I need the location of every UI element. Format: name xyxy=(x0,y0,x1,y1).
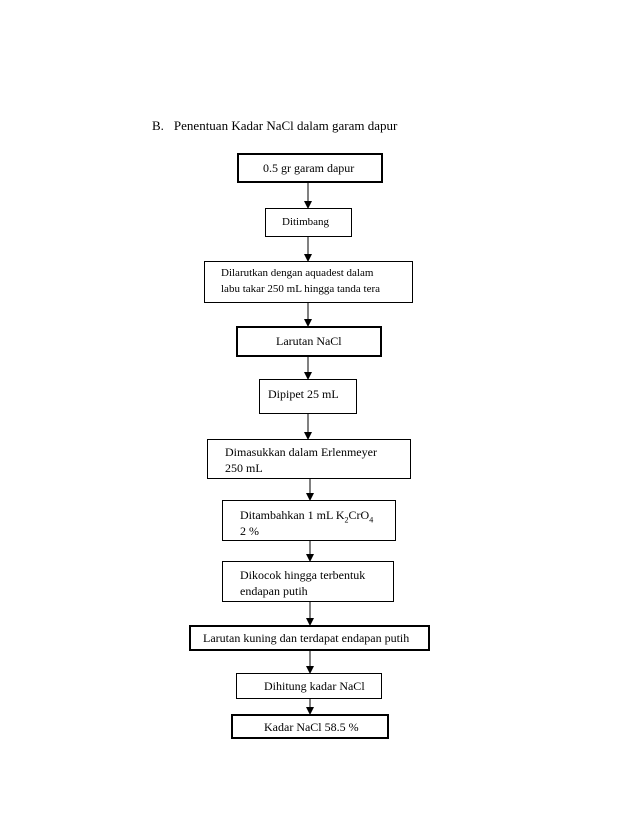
step-text-line-2: 250 mL xyxy=(225,461,263,475)
flow-step-result: Kadar NaCl 58.5 % xyxy=(231,714,389,739)
step-text: Dihitung kadar NaCl xyxy=(264,679,365,693)
flow-step-weigh: Ditimbang xyxy=(265,208,352,237)
flow-step-shake: Dikocok hingga terbentuk endapan putih xyxy=(222,561,394,602)
step-text-line-1: Dimasukkan dalam Erlenmeyer xyxy=(225,445,377,459)
step-text: Kadar NaCl 58.5 % xyxy=(264,720,359,734)
step-text-line-1: Dikocok hingga terbentuk xyxy=(240,568,366,582)
section-marker: B. xyxy=(152,118,164,133)
section-heading: B. Penentuan Kadar NaCl dalam garam dapur xyxy=(152,118,397,134)
flow-step-dissolve: Dilarutkan dengan aquadest dalam labu ta… xyxy=(204,261,413,303)
step-text-line-1: Ditambahkan 1 mL K2CrO4 xyxy=(240,508,374,525)
flow-step-nacl-solution: Larutan NaCl xyxy=(236,326,382,357)
flow-step-sample: 0.5 gr garam dapur xyxy=(237,153,383,183)
flow-step-calculate: Dihitung kadar NaCl xyxy=(236,673,382,699)
flow-step-erlenmeyer: Dimasukkan dalam Erlenmeyer 250 mL xyxy=(207,439,411,479)
step-text: Larutan kuning dan terdapat endapan puti… xyxy=(203,631,410,645)
step-text-line-2: labu takar 250 mL hingga tanda tera xyxy=(221,283,381,295)
step-text-line-2: 2 % xyxy=(240,524,259,538)
flow-step-pipette: Dipipet 25 mL xyxy=(259,379,357,414)
flow-step-observation: Larutan kuning dan terdapat endapan puti… xyxy=(189,625,430,651)
section-title: Penentuan Kadar NaCl dalam garam dapur xyxy=(173,118,398,133)
flow-step-add-indicator: Ditambahkan 1 mL K2CrO4 2 % xyxy=(222,500,396,541)
step-text-line-2: endapan putih xyxy=(240,584,308,598)
step-text: Ditimbang xyxy=(282,216,330,228)
step-text: Dipipet 25 mL xyxy=(268,387,339,401)
step-text-line-1: Dilarutkan dengan aquadest dalam xyxy=(221,267,374,279)
step-text: 0.5 gr garam dapur xyxy=(263,161,355,175)
step-text: Larutan NaCl xyxy=(276,334,342,348)
